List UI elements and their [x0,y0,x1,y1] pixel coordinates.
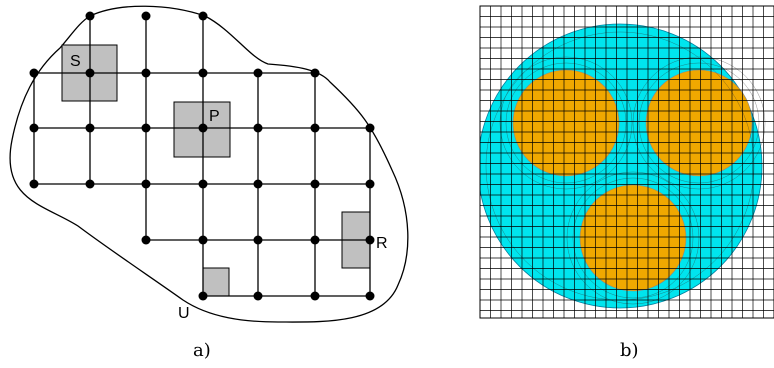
grid-node [29,179,39,189]
grid-node [198,11,208,21]
grid-border [479,5,774,319]
grid-node [141,68,151,78]
grid-node [310,235,320,245]
grid-node [253,123,263,133]
ring-outlines [485,31,766,305]
caption-a: a) [193,340,211,361]
grid-node [365,235,375,245]
figure-b-diagram [479,5,774,319]
grid-node [141,235,151,245]
inclusion-bottom [579,184,687,292]
label-r: R [376,235,388,252]
figure-a-diagram: S P R U [9,5,409,323]
gray-square-u [202,267,230,297]
grid-node [198,179,208,189]
grid-node [365,123,375,133]
grid-node [198,235,208,245]
grid-node [310,179,320,189]
grid-node [253,235,263,245]
domain-boundary [9,5,409,323]
grid-node [310,68,320,78]
label-p: P [209,108,220,125]
grid-node [29,68,39,78]
grid-node [141,179,151,189]
grid-node [141,123,151,133]
grid-node [198,123,208,133]
grid-node [29,123,39,133]
grid-node [85,11,95,21]
label-u: U [178,305,190,322]
inclusion-top-right [645,69,753,177]
grid-nodes [29,11,375,301]
mesh-grid [480,6,774,318]
grid-node [365,179,375,189]
label-s: S [70,53,81,70]
grid-node [198,291,208,301]
grid-node [365,291,375,301]
figure-a: S P R U [9,5,409,323]
inclusion-top-left [512,69,620,177]
figure-b [470,0,774,368]
grid-node [253,291,263,301]
caption-b: b) [620,340,639,361]
grid-node [253,179,263,189]
grid-node [85,68,95,78]
grid-node [85,123,95,133]
grid-node [253,68,263,78]
grid-node [141,11,151,21]
grid-node [198,68,208,78]
grid-node [85,179,95,189]
grid-node [310,291,320,301]
grid-node [310,123,320,133]
